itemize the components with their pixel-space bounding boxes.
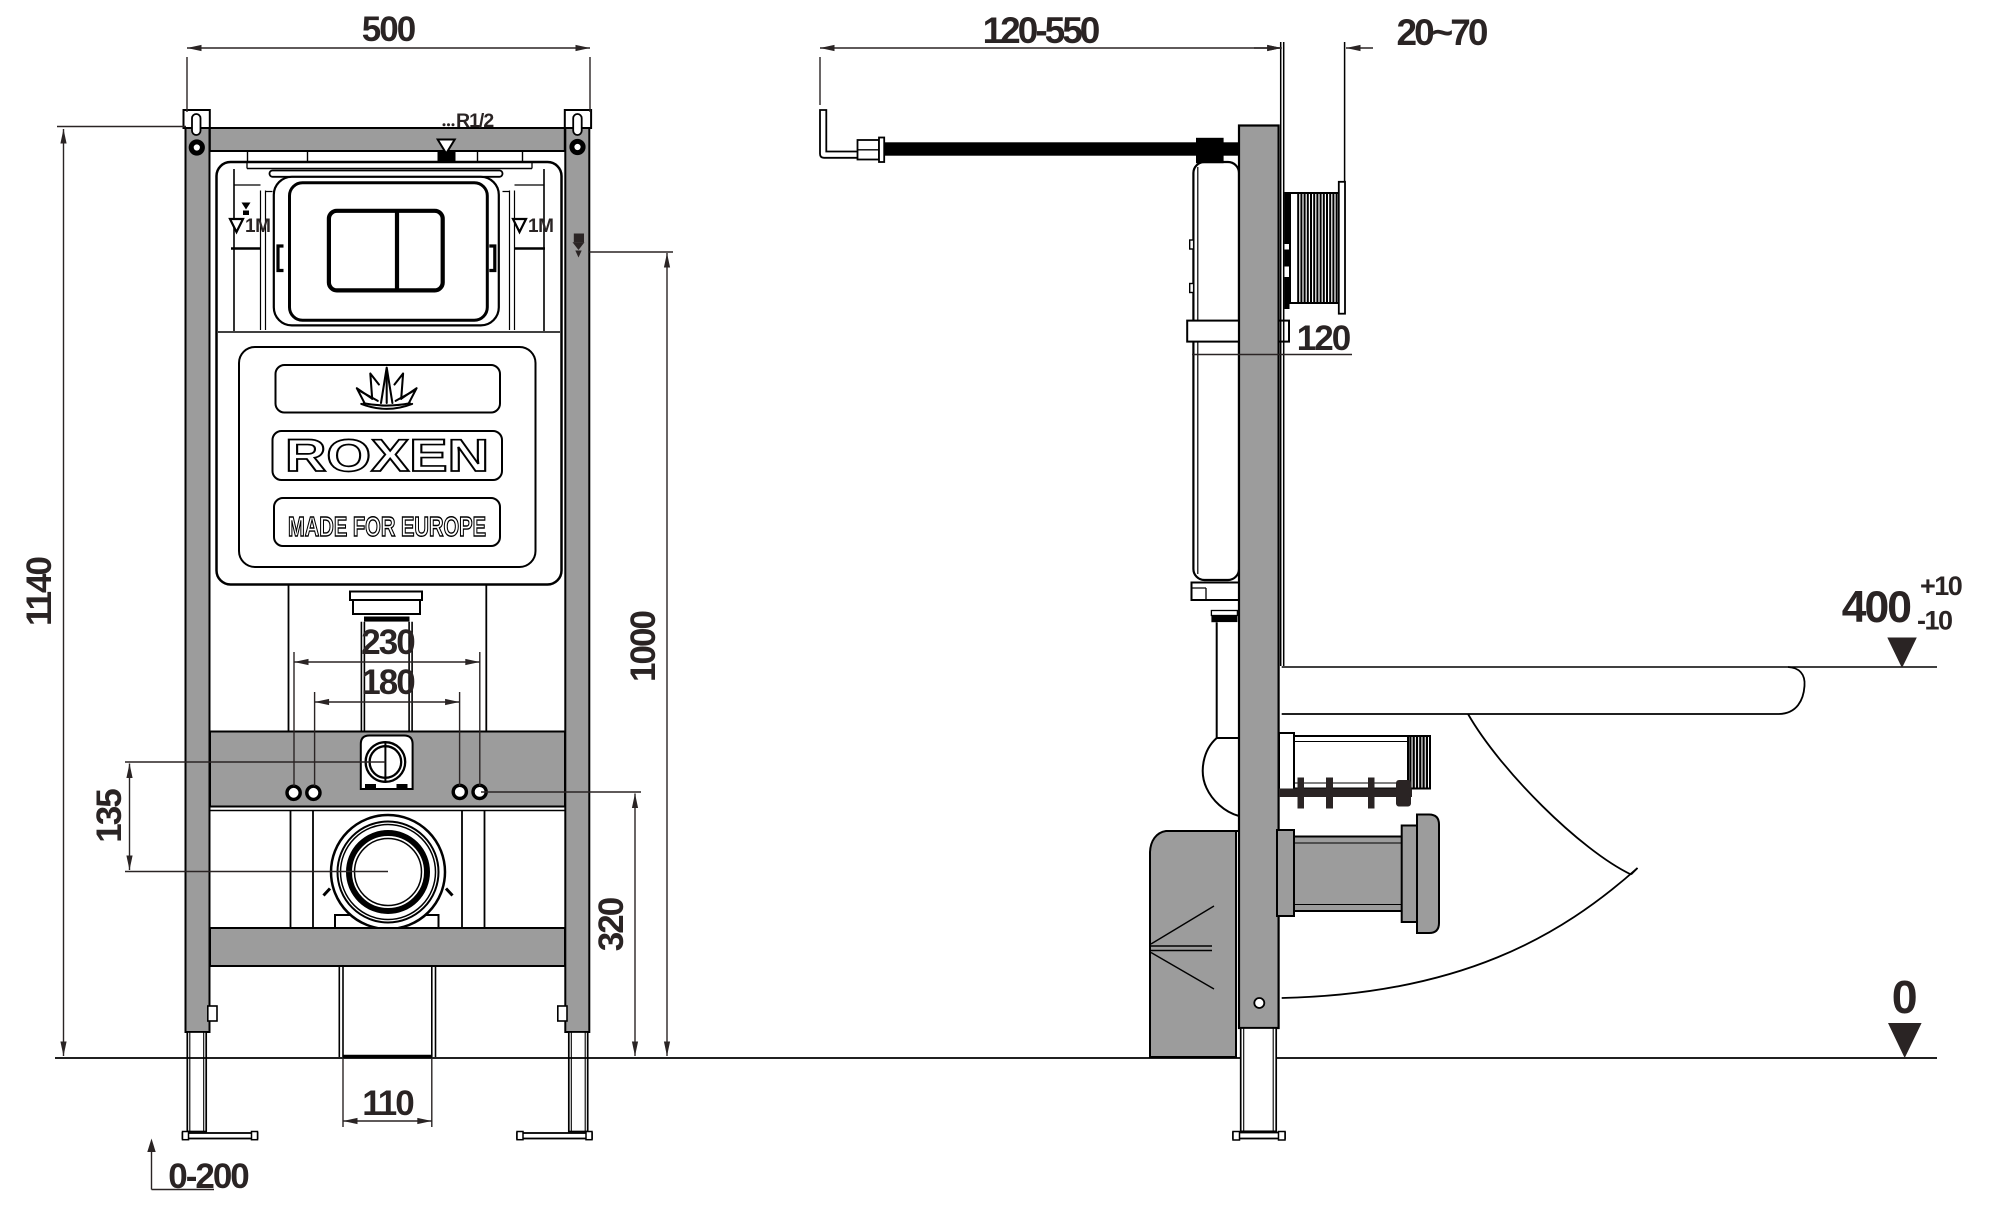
svg-text:120: 120 [1297, 319, 1351, 358]
svg-text:+10: +10 [1920, 571, 1962, 601]
svg-text:400: 400 [1842, 583, 1910, 632]
svg-text:230: 230 [361, 623, 415, 662]
svg-text:180: 180 [361, 663, 415, 702]
svg-text:500: 500 [362, 10, 416, 49]
svg-text:1140: 1140 [20, 557, 59, 626]
svg-text:20~70: 20~70 [1397, 12, 1488, 53]
svg-text:1M: 1M [245, 216, 270, 237]
svg-text:-10: -10 [1917, 606, 1952, 636]
svg-text:110: 110 [362, 1084, 414, 1123]
svg-text:0: 0 [1892, 971, 1918, 1023]
svg-text:ROXEN: ROXEN [285, 430, 489, 481]
svg-text:1000: 1000 [624, 611, 663, 682]
svg-text:MADE FOR EUROPE: MADE FOR EUROPE [288, 511, 486, 542]
svg-text:120-550: 120-550 [983, 10, 1100, 51]
svg-text:R1/2: R1/2 [456, 110, 494, 132]
svg-text:135: 135 [90, 789, 129, 843]
svg-text:320: 320 [592, 897, 631, 951]
svg-text:1M: 1M [528, 216, 553, 237]
